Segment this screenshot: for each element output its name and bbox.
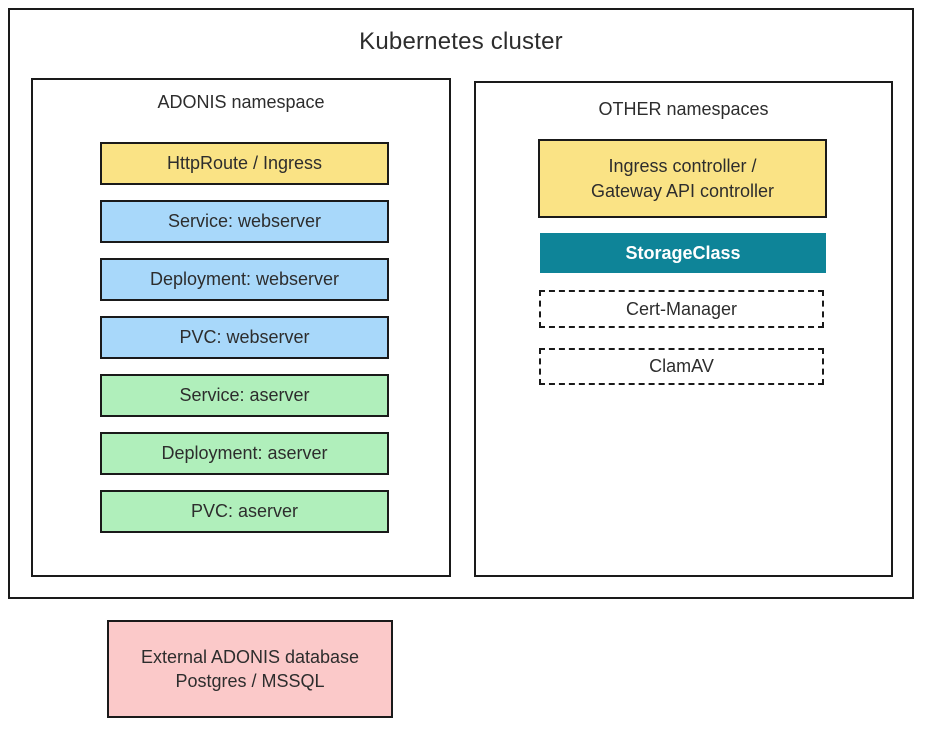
- cluster-title: Kubernetes cluster: [359, 28, 563, 55]
- node-pvc-webserver: PVC: webserver: [100, 316, 389, 359]
- node-ingress-gateway-controller: Ingress controller / Gateway API control…: [538, 139, 827, 218]
- kubernetes-cluster-box: Kubernetes cluster ADONIS namespace Http…: [8, 8, 914, 599]
- adonis-namespace-box: ADONIS namespace HttpRoute / Ingress Ser…: [31, 78, 451, 577]
- node-service-aserver: Service: aserver: [100, 374, 389, 417]
- ingress-controller-line1: Ingress controller /: [608, 156, 757, 177]
- node-storageclass: StorageClass: [540, 233, 826, 273]
- node-cert-manager: Cert-Manager: [539, 290, 824, 328]
- node-pvc-aserver: PVC: aserver: [100, 490, 389, 533]
- node-service-webserver: Service: webserver: [100, 200, 389, 243]
- external-database-line2: Postgres / MSSQL: [175, 671, 325, 691]
- node-deployment-aserver: Deployment: aserver: [100, 432, 389, 475]
- ingress-controller-line2: Gateway API controller: [590, 180, 775, 201]
- other-namespaces-box: OTHER namespaces Ingress controller / Ga…: [474, 81, 893, 577]
- external-database-line1: External ADONIS database: [140, 646, 360, 667]
- other-namespaces-label: OTHER namespaces: [598, 99, 769, 119]
- node-clamav: ClamAV: [539, 348, 824, 385]
- node-httproute-ingress: HttpRoute / Ingress: [100, 142, 389, 185]
- node-deployment-webserver: Deployment: webserver: [100, 258, 389, 301]
- node-external-adonis-database: External ADONIS database Postgres / MSSQ…: [107, 620, 393, 718]
- adonis-namespace-label: ADONIS namespace: [157, 92, 325, 112]
